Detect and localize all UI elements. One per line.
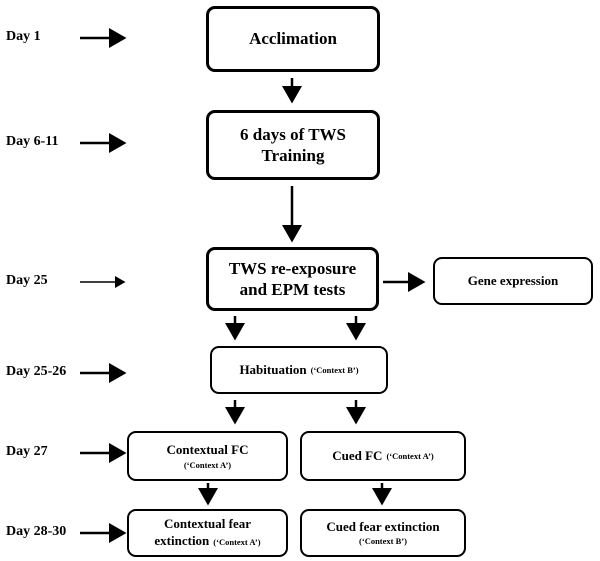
- habituation-box: Habituation (‘Context B’): [210, 346, 388, 394]
- day-label-2: Day 6-11: [6, 134, 59, 149]
- day-label-5: Day 27: [6, 444, 48, 459]
- reexposure-label-line2: and EPM tests: [239, 280, 346, 299]
- cued-fc-context: (‘Context A’): [386, 451, 434, 461]
- acclimation-label: Acclimation: [249, 29, 337, 48]
- contextual-extinction-label-line1: Contextual fear: [163, 516, 251, 532]
- habituation-context: (‘Context B’): [310, 365, 359, 375]
- day-label-3: Day 25: [6, 273, 48, 288]
- training-box: 6 days of TWS Training: [206, 110, 380, 180]
- training-label-line1: 6 days of TWS: [240, 124, 346, 144]
- cued-extinction-context: (‘Context B’): [359, 536, 407, 547]
- contextual-extinction-context: (‘Context A’): [213, 537, 261, 547]
- cued-extinction-box: Cued fear extinction (‘Context B’): [300, 509, 466, 557]
- day-label-6: Day 28-30: [6, 524, 67, 539]
- reexposure-box: TWS re-exposure and EPM tests: [206, 247, 379, 311]
- acclimation-box: Acclimation: [206, 6, 380, 72]
- contextual-extinction-box: Contextual fear extinction (‘Context A’): [127, 509, 288, 557]
- gene-expression-label: Gene expression: [467, 273, 559, 288]
- contextual-fc-label: Contextual FC: [166, 441, 249, 457]
- cued-fc-box: Cued FC (‘Context A’): [300, 431, 466, 481]
- contextual-extinction-label-line2: extinction: [154, 533, 210, 548]
- cued-fc-label: Cued FC: [332, 448, 383, 463]
- day-label-1: Day 1: [6, 29, 41, 44]
- contextual-fc-context: (‘Context A’): [183, 460, 232, 471]
- habituation-label: Habituation: [239, 362, 307, 377]
- contextual-fc-box: Contextual FC (‘Context A’): [127, 431, 288, 481]
- day-label-4: Day 25-26: [6, 364, 67, 379]
- cued-extinction-label: Cued fear extinction: [326, 518, 440, 534]
- gene-expression-box: Gene expression: [433, 257, 593, 305]
- reexposure-label-line1: TWS re-exposure: [228, 258, 357, 278]
- training-label-line2: Training: [261, 146, 325, 165]
